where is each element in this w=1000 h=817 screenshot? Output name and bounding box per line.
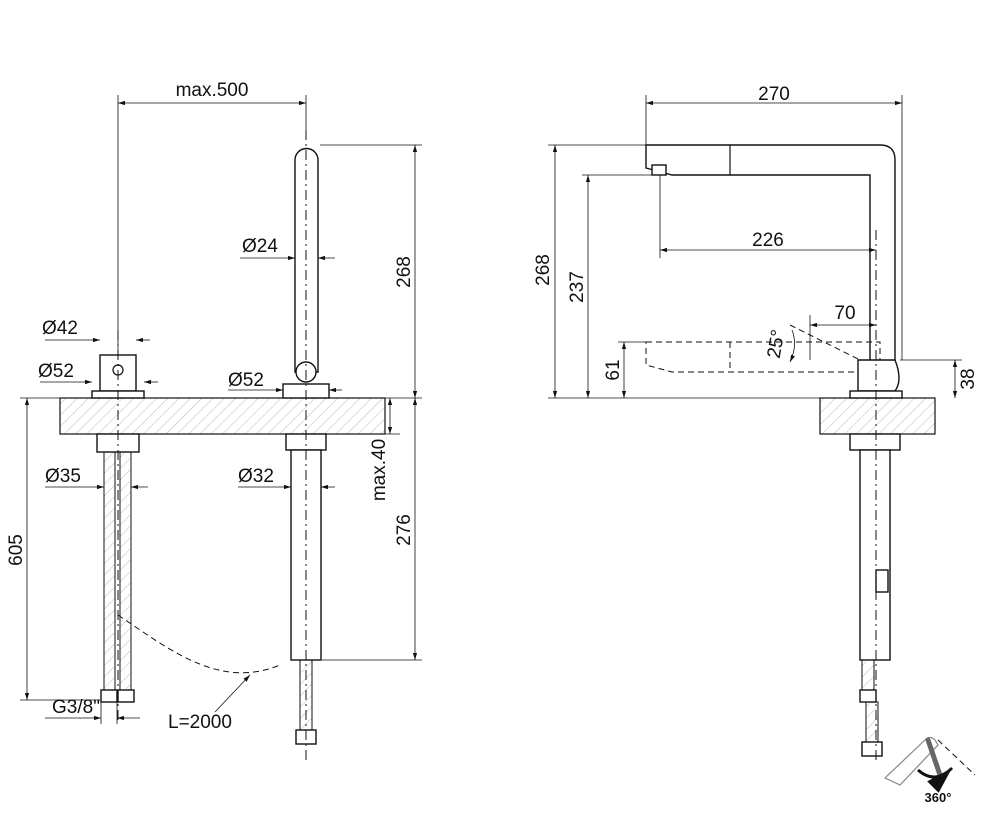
supply-hose [861, 659, 875, 691]
spout-side [645, 144, 896, 381]
spout-height-label: 268 [394, 256, 415, 288]
overall-height-label: 268 [533, 254, 554, 286]
spout-outlet [651, 164, 667, 176]
spout-reach-label: 226 [752, 230, 784, 251]
lowered-spout-outline [645, 341, 881, 373]
lowered-height-label: 61 [603, 359, 624, 380]
connection-thread-label: G3/8" [52, 697, 100, 718]
side-view: 270 226 70 25° 268 237 61 38 360° [533, 84, 979, 805]
lever-base-diameter-label: Ø52 [38, 361, 74, 382]
spout-base-diameter-label: Ø52 [228, 370, 264, 391]
hose-right [119, 451, 132, 691]
countertop-section [59, 397, 386, 435]
spout-diameter-label: Ø24 [242, 236, 278, 257]
max-counter-thickness-label: max.40 [369, 439, 390, 501]
hose-length-label: 605 [6, 534, 27, 566]
lever-diameter-label: Ø42 [42, 318, 78, 339]
lever-offset-label: 70 [834, 303, 855, 324]
overall-width-label: 270 [758, 84, 790, 105]
body-shank [859, 449, 891, 661]
max-reach-label: max.500 [176, 80, 249, 101]
hose-connector [100, 689, 118, 703]
spout-pipe [294, 147, 319, 373]
body-height-label: 38 [958, 368, 979, 389]
countertop-section [819, 397, 936, 435]
faucet-body [857, 359, 900, 392]
front-view: max.500 268 Ø24 Ø42 Ø52 Ø52 Ø35 Ø32 max.… [6, 80, 422, 760]
body-nut [849, 433, 901, 451]
rotation-360-icon: 360° [883, 736, 976, 805]
hose-left [103, 451, 116, 691]
lever-raised-outline [789, 324, 861, 361]
outlet-height-label: 237 [567, 271, 588, 303]
lever-angle-label: 25° [764, 328, 790, 360]
hose-connector [117, 689, 135, 703]
rotation-label: 360° [925, 790, 952, 805]
below-counter-length-label: 276 [394, 514, 415, 546]
hose-pullout-leader [214, 674, 251, 713]
hose-pullout-length-label: L=2000 [168, 712, 232, 733]
pullout-connector [861, 741, 883, 757]
spout-shank-diameter-label: Ø32 [238, 466, 274, 487]
lever-shank-diameter-label: Ø35 [45, 466, 81, 487]
hose-weight [875, 569, 889, 593]
hose-connector [859, 689, 877, 703]
hose-loop [117, 614, 281, 674]
